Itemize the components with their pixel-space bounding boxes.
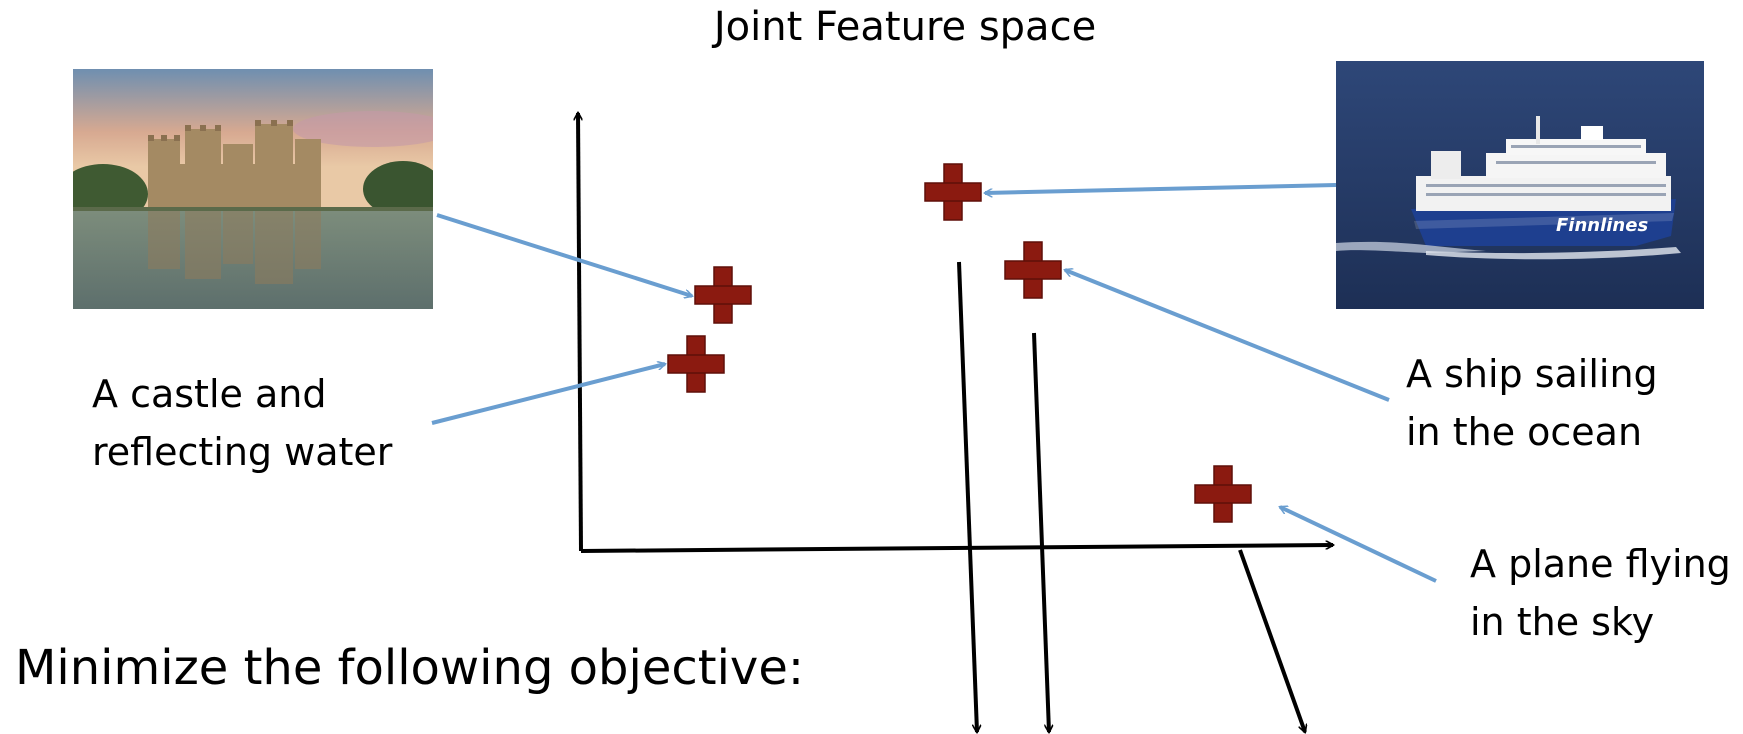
x-axis: [580, 545, 1333, 553]
ship-caption: A ship sailing in the ocean: [1406, 345, 1658, 461]
ship-caption-line-2: in the ocean: [1406, 410, 1643, 454]
diagram-title: Joint Feature space: [713, 4, 1097, 50]
y-axis: [578, 113, 583, 552]
ship-caption-marker: [1004, 241, 1062, 299]
ship-image-connector: [985, 183, 1337, 193]
plane-caption-line-2: in the sky: [1470, 600, 1655, 644]
castle-caption-line-1: A castle and: [92, 372, 327, 416]
plane-caption: A plane flying in the sky: [1470, 535, 1731, 651]
castle-image-connector: [436, 213, 692, 296]
ship-caption-line-1: A ship sailing: [1406, 352, 1658, 396]
plane-caption-marker: [1194, 465, 1252, 523]
ship-image-marker: [924, 163, 982, 221]
castle-caption-connector: [431, 364, 665, 425]
plane-caption-connector: [1280, 505, 1437, 583]
castle-caption-line-2: reflecting water: [92, 430, 393, 474]
ship-photo: Finnlines: [1336, 61, 1704, 309]
svg-text:Finnlines: Finnlines: [1556, 215, 1648, 236]
objective-text: Minimize the following objective:: [15, 640, 805, 696]
projection-arrow: [1032, 332, 1049, 732]
plane-caption-line-1: A plane flying: [1470, 542, 1731, 586]
castle-photo: [73, 69, 433, 309]
castle-caption-marker: [667, 335, 725, 393]
ship-caption-connector: [1065, 270, 1390, 402]
castle-image-marker: [694, 266, 752, 324]
projection-arrow: [1238, 549, 1305, 732]
projection-arrow: [957, 261, 977, 732]
castle-caption: A castle and reflecting water: [92, 365, 392, 481]
